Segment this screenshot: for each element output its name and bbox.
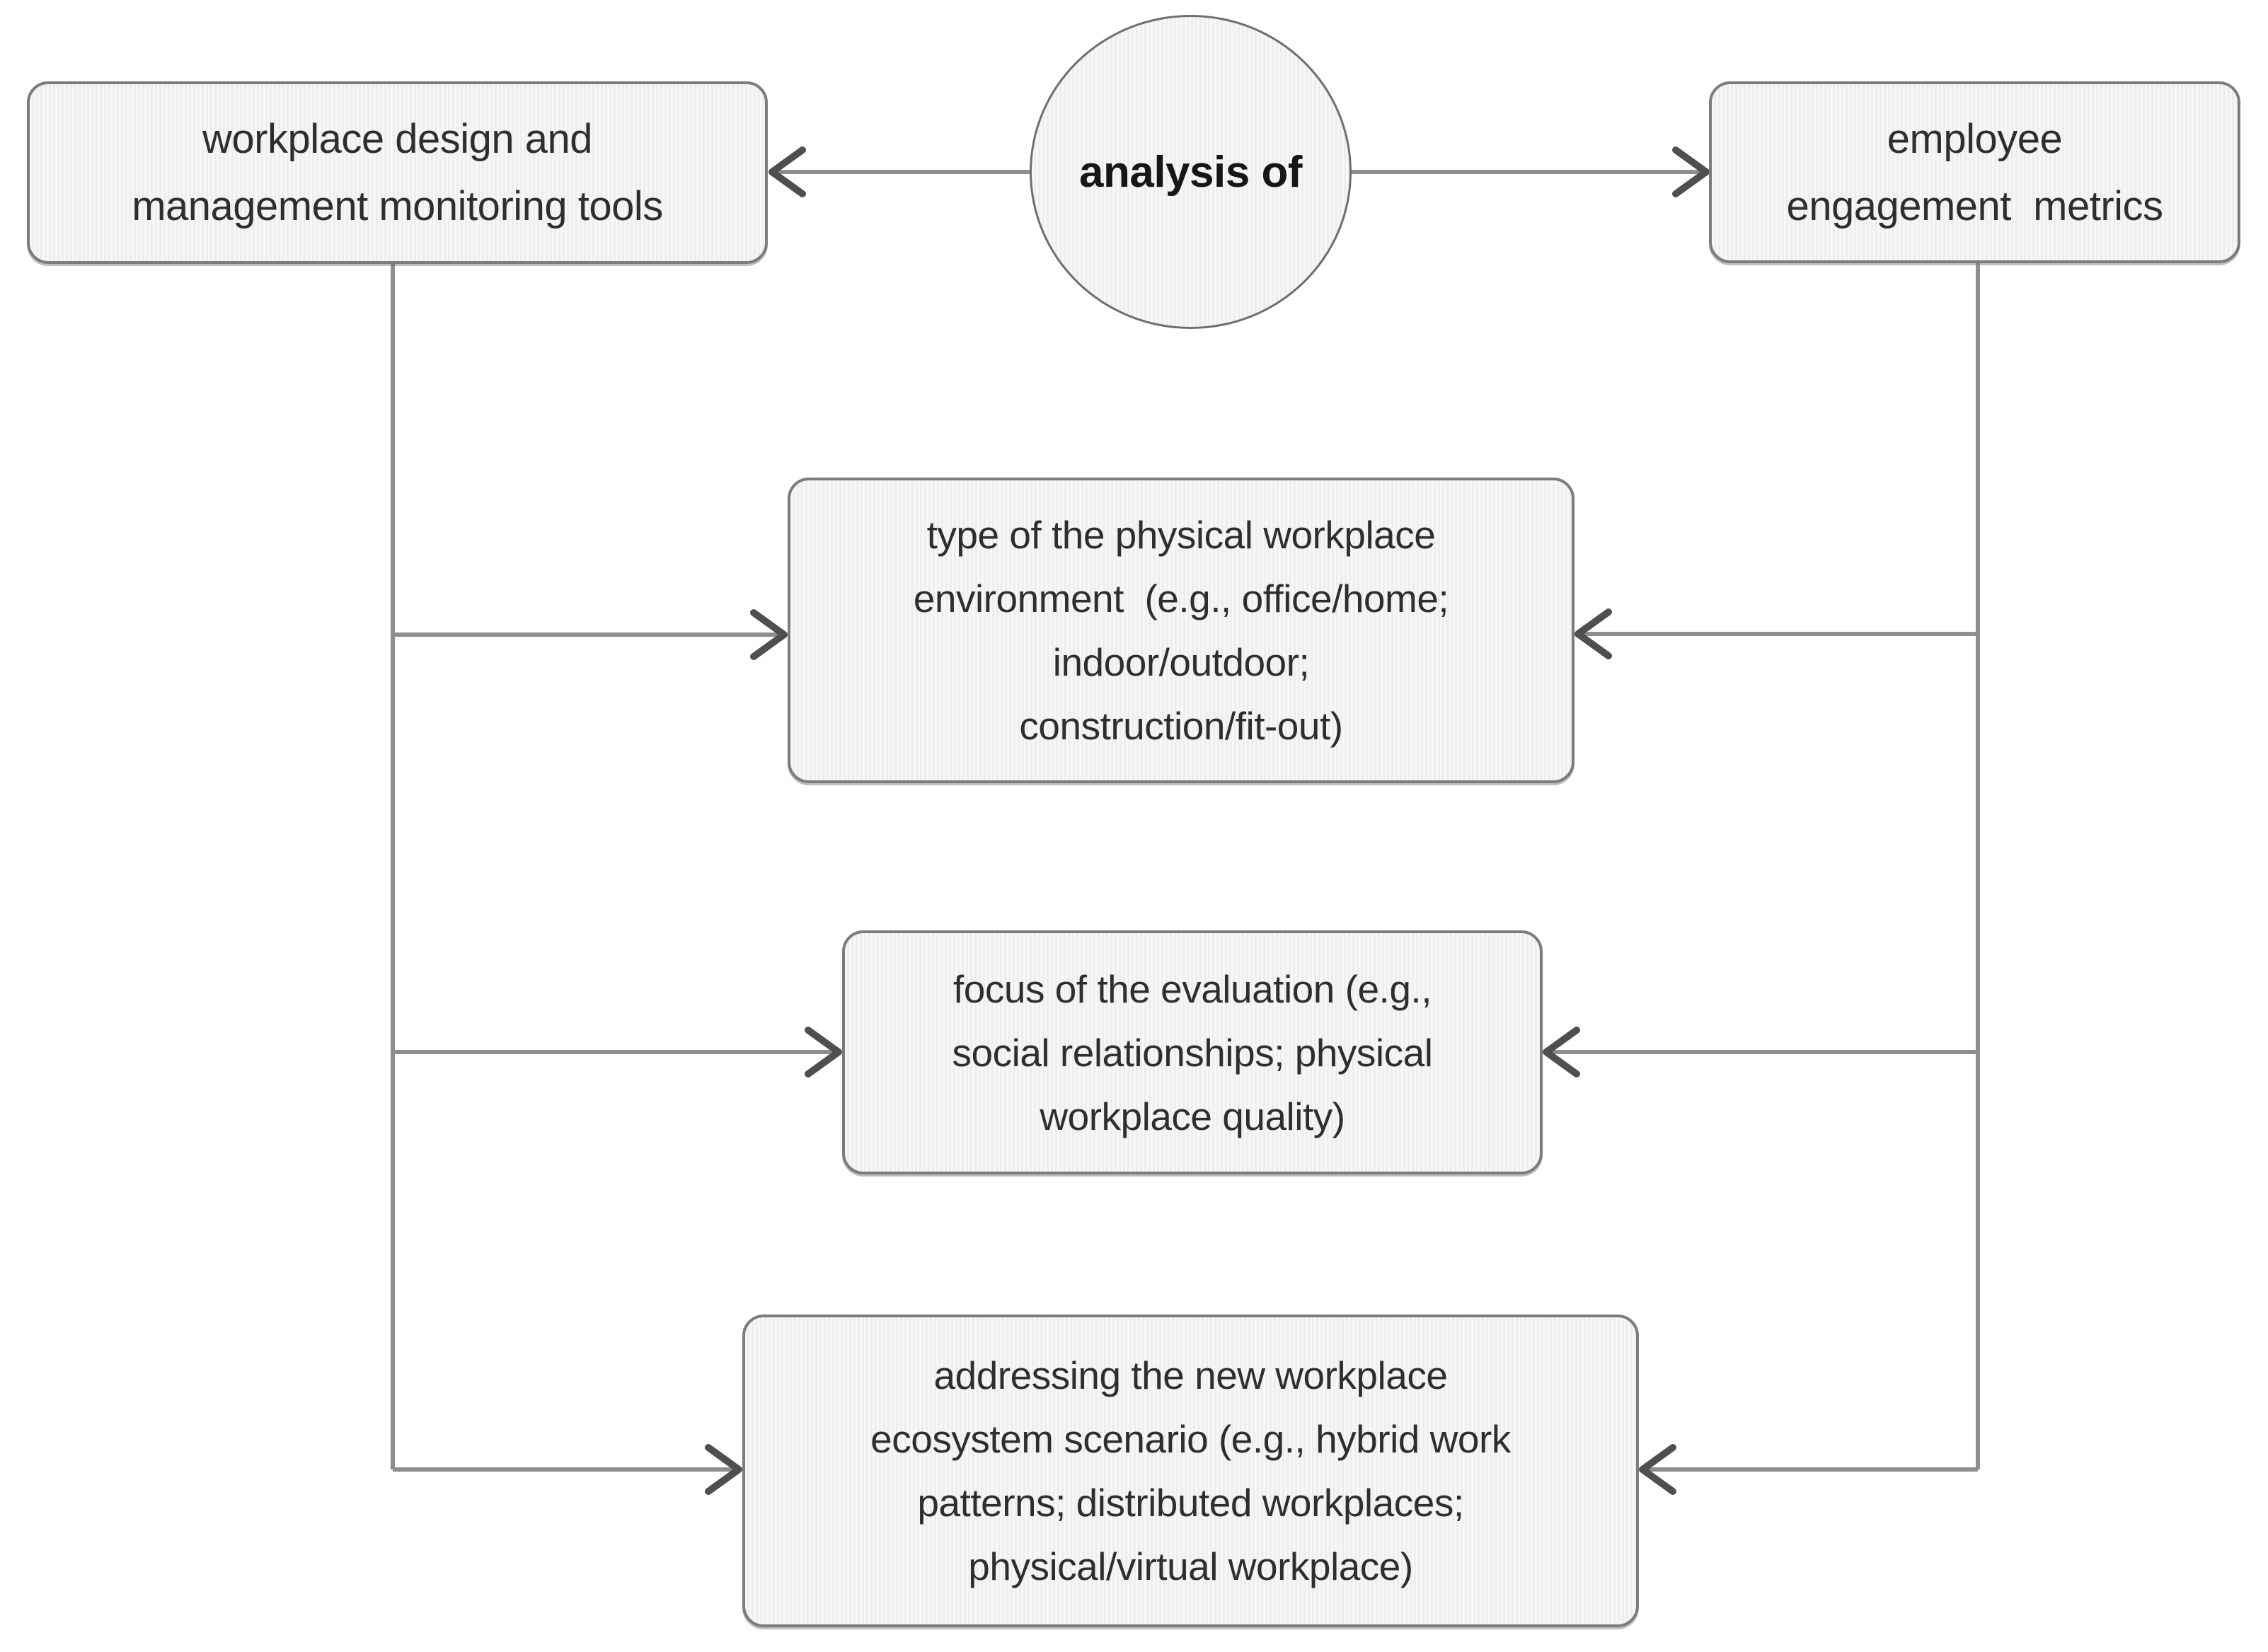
node-evaluation-focus: focus of the evaluation (e.g., social re… [842, 930, 1543, 1174]
connector-center-to-right [1352, 146, 1710, 197]
connector-left-to-branch-1 [393, 609, 788, 660]
node-physical-environment-type: type of the physical workplace environme… [788, 478, 1575, 783]
workplace-design-tools-label: workplace design and management monitori… [132, 116, 663, 229]
analysis-of-label: analysis of [1079, 147, 1302, 197]
workplace-ecosystem-scenario-label: addressing the new workplace ecosystem s… [870, 1353, 1511, 1588]
employee-engagement-metrics-label: employee engagement metrics [1786, 115, 2163, 229]
connector-center-to-left [769, 146, 1030, 197]
connector-right-to-branch-1 [1575, 608, 1978, 659]
physical-environment-type-label: type of the physical workplace environme… [913, 513, 1449, 748]
connector-right-to-branch-3 [1639, 1444, 1978, 1495]
connector-left-to-branch-3 [393, 1444, 742, 1495]
evaluation-focus-label: focus of the evaluation (e.g., social re… [952, 966, 1433, 1138]
node-analysis-of: analysis of [1030, 15, 1352, 329]
node-employee-engagement-metrics: employee engagement metrics [1709, 81, 2240, 263]
connector-right-to-branch-2 [1543, 1027, 1978, 1078]
node-workplace-design-tools: workplace design and management monitori… [27, 81, 768, 264]
connector-left-to-branch-2 [393, 1027, 842, 1078]
node-workplace-ecosystem-scenario: addressing the new workplace ecosystem s… [742, 1315, 1639, 1627]
